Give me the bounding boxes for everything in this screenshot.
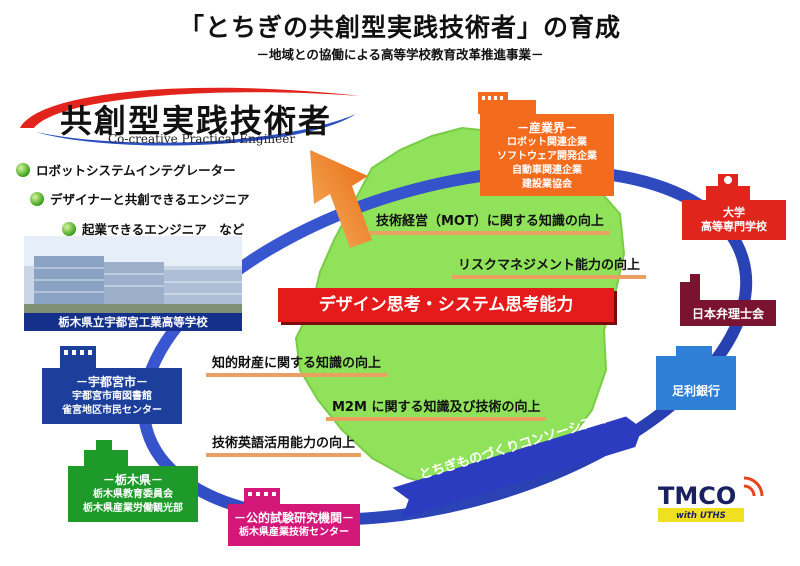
tmco-logo-sub: with UTHS	[676, 511, 726, 521]
logo-sub-text: Co-creative Practical Engineer	[108, 132, 296, 146]
consortium-ring	[137, 164, 753, 526]
logo-swoosh	[20, 87, 360, 128]
prefecture-line: 栃木県産業労働観光部	[83, 503, 183, 514]
trait-label: ロボットシステムインテグレーター	[36, 163, 236, 178]
lab-box: －公的試験研究機関－ 栃木県産業技術センター	[228, 504, 360, 546]
trait-item: 起業できるエンジニア など	[62, 219, 244, 238]
trait-item: デザイナーと共創できるエンジニア	[30, 189, 250, 208]
topic-ip: 知的財産に関する知識の向上	[206, 352, 388, 377]
trait-label: デザイナーと共創できるエンジニア	[50, 192, 250, 207]
school-building-photo	[24, 236, 242, 314]
city-building-icon	[60, 346, 96, 368]
university-line: 大学	[723, 206, 745, 219]
industry-line: 自動車関連企業	[512, 165, 582, 176]
university-box: 大学 高等専門学校	[682, 200, 786, 240]
bank-building-icon	[656, 346, 736, 370]
prefecture-box: －栃木県－ 栃木県教育委員会 栃木県産業労働観光部	[68, 466, 198, 522]
lab-building-icon	[244, 488, 280, 504]
green-bullet-icon	[62, 221, 76, 236]
patent-box: 日本弁理士会	[680, 300, 776, 326]
tmco-logo-text: TMCO	[658, 482, 737, 510]
lab-title: －公的試験研究機関－	[233, 511, 354, 525]
industry-title: －産業界－	[516, 121, 577, 135]
city-box: －宇都宮市－ 宇都宮市南図書館 雀宮地区市民センター	[42, 368, 182, 424]
consortium-banner	[392, 416, 643, 519]
logo-swoosh-blue	[36, 114, 356, 146]
industry-line: ロボット関連企業	[507, 137, 587, 148]
prefecture-line: 栃木県教育委員会	[93, 489, 173, 500]
industry-building-icon	[478, 92, 536, 114]
growth-arrow	[310, 150, 372, 248]
patent-building-icon	[680, 274, 700, 300]
green-bullet-icon	[16, 162, 30, 177]
city-line: 宇都宮市南図書館	[72, 391, 152, 402]
patent-title: 日本弁理士会	[691, 307, 764, 321]
design-thinking-box: デザイン思考・システム思考能力	[278, 288, 614, 322]
university-building-icon	[706, 174, 750, 202]
topic-mot: 技術経営（MOT）に関する知識の向上	[370, 210, 610, 235]
tmco-signal-icon	[743, 476, 764, 497]
prefecture-title: －栃木県－	[102, 473, 163, 487]
topic-risk: リスクマネジメント能力の向上	[452, 254, 647, 279]
bank-title: 足利銀行	[671, 384, 720, 398]
tmco-sub-band	[658, 508, 744, 522]
industry-line: 建設業協会	[522, 179, 572, 190]
city-line: 雀宮地区市民センター	[62, 405, 162, 416]
topic-english: 技術英語活用能力の向上	[206, 432, 362, 457]
city-title: －宇都宮市－	[75, 375, 148, 389]
trait-label: 起業できるエンジニア など	[82, 222, 245, 237]
university-line: 高等専門学校	[701, 220, 767, 233]
bank-box: 足利銀行	[656, 370, 736, 410]
school-label: 栃木県立宇都宮工業高等学校	[24, 313, 242, 331]
lab-line: 栃木県産業技術センター	[239, 527, 349, 538]
topic-m2m: M2M に関する知識及び技術の向上	[326, 396, 547, 421]
industry-line: ソフトウェア開発企業	[497, 151, 597, 162]
page-title: 「とちぎの共創型実践技術者」の育成	[178, 13, 621, 42]
industry-box: －産業界－ ロボット関連企業 ソフトウェア開発企業 自動車関連企業 建設業協会	[480, 114, 614, 196]
green-bullet-icon	[30, 191, 44, 206]
prefecture-building-icon	[84, 440, 128, 466]
trait-item: ロボットシステムインテグレーター	[16, 160, 236, 179]
logo-main-text: 共創型実践技術者	[60, 102, 333, 140]
page-subtitle: －地域との協働による高等学校教育改革推進事業－	[256, 47, 544, 62]
